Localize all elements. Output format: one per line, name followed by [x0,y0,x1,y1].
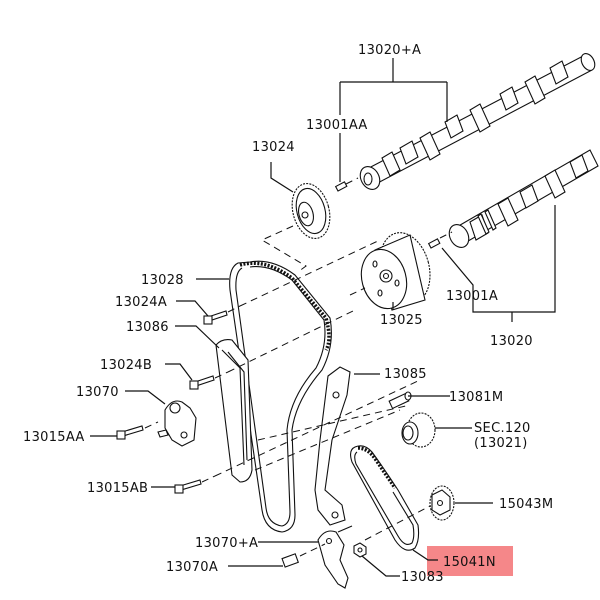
label-15043M[interactable]: 15043M [499,497,553,512]
bolt-13015AA[interactable] [116,425,144,440]
label-13028[interactable]: 13028 [141,273,184,288]
highlight-box [427,546,513,576]
chain-guide-13086[interactable] [215,339,253,483]
label-13025[interactable]: 13025 [380,313,423,328]
chain-tensioner-13070[interactable] [157,400,197,447]
nut-13083[interactable] [353,542,367,558]
label-13070[interactable]: 13070 [76,385,119,400]
label-13083[interactable]: 13083 [401,570,444,585]
timing-chain-13028[interactable] [229,260,332,533]
leader-lines [90,58,556,577]
label-13085[interactable]: 13085 [384,367,427,382]
label-15041N[interactable]: 15041N [443,555,496,570]
oil-pump-chain-15041N[interactable] [349,445,420,551]
chain-guide-13085[interactable] [314,366,351,526]
crank-sprocket-13021[interactable] [401,412,436,448]
label-13024[interactable]: 13024 [252,140,295,155]
oil-pump-sprocket-15043M[interactable] [429,485,455,521]
bolt-13024A[interactable] [203,310,228,325]
label-13015AB[interactable]: 13015AB [87,481,148,496]
vvt-sprocket-13025[interactable] [355,227,438,314]
dowel-pin-13001A[interactable] [427,238,441,249]
camshaft-upper[interactable] [356,51,597,193]
label-13024B[interactable]: 13024B [100,358,152,373]
cam-sprocket-13024[interactable] [286,179,335,242]
label-13001A[interactable]: 13001A [446,289,498,304]
camshaft-lower[interactable] [445,149,599,251]
dowel-pin-13001AA[interactable] [334,181,348,192]
oil-pump-tensioner-13070A[interactable] [317,525,353,589]
label-13020[interactable]: 13020 [490,334,533,349]
label-13024A[interactable]: 13024A [115,295,167,310]
bolt-13015AB[interactable] [174,479,202,494]
label-13086[interactable]: 13086 [126,320,169,335]
label-13015AA[interactable]: 13015AA [23,430,85,445]
label-13021[interactable]: (13021) [474,436,528,451]
label-13070-plus-a[interactable]: 13070+A [195,536,258,551]
label-13020-plus-a[interactable]: 13020+A [358,43,421,58]
label-13070A[interactable]: 13070A [166,560,218,575]
label-13081M[interactable]: 13081M [449,390,503,405]
plug-13081M[interactable] [388,391,412,410]
pin-13070A[interactable] [281,553,299,568]
bolt-13024B[interactable] [189,375,215,390]
label-13001AA[interactable]: 13001AA [306,118,368,133]
label-sec-120[interactable]: SEC.120 [474,421,531,436]
